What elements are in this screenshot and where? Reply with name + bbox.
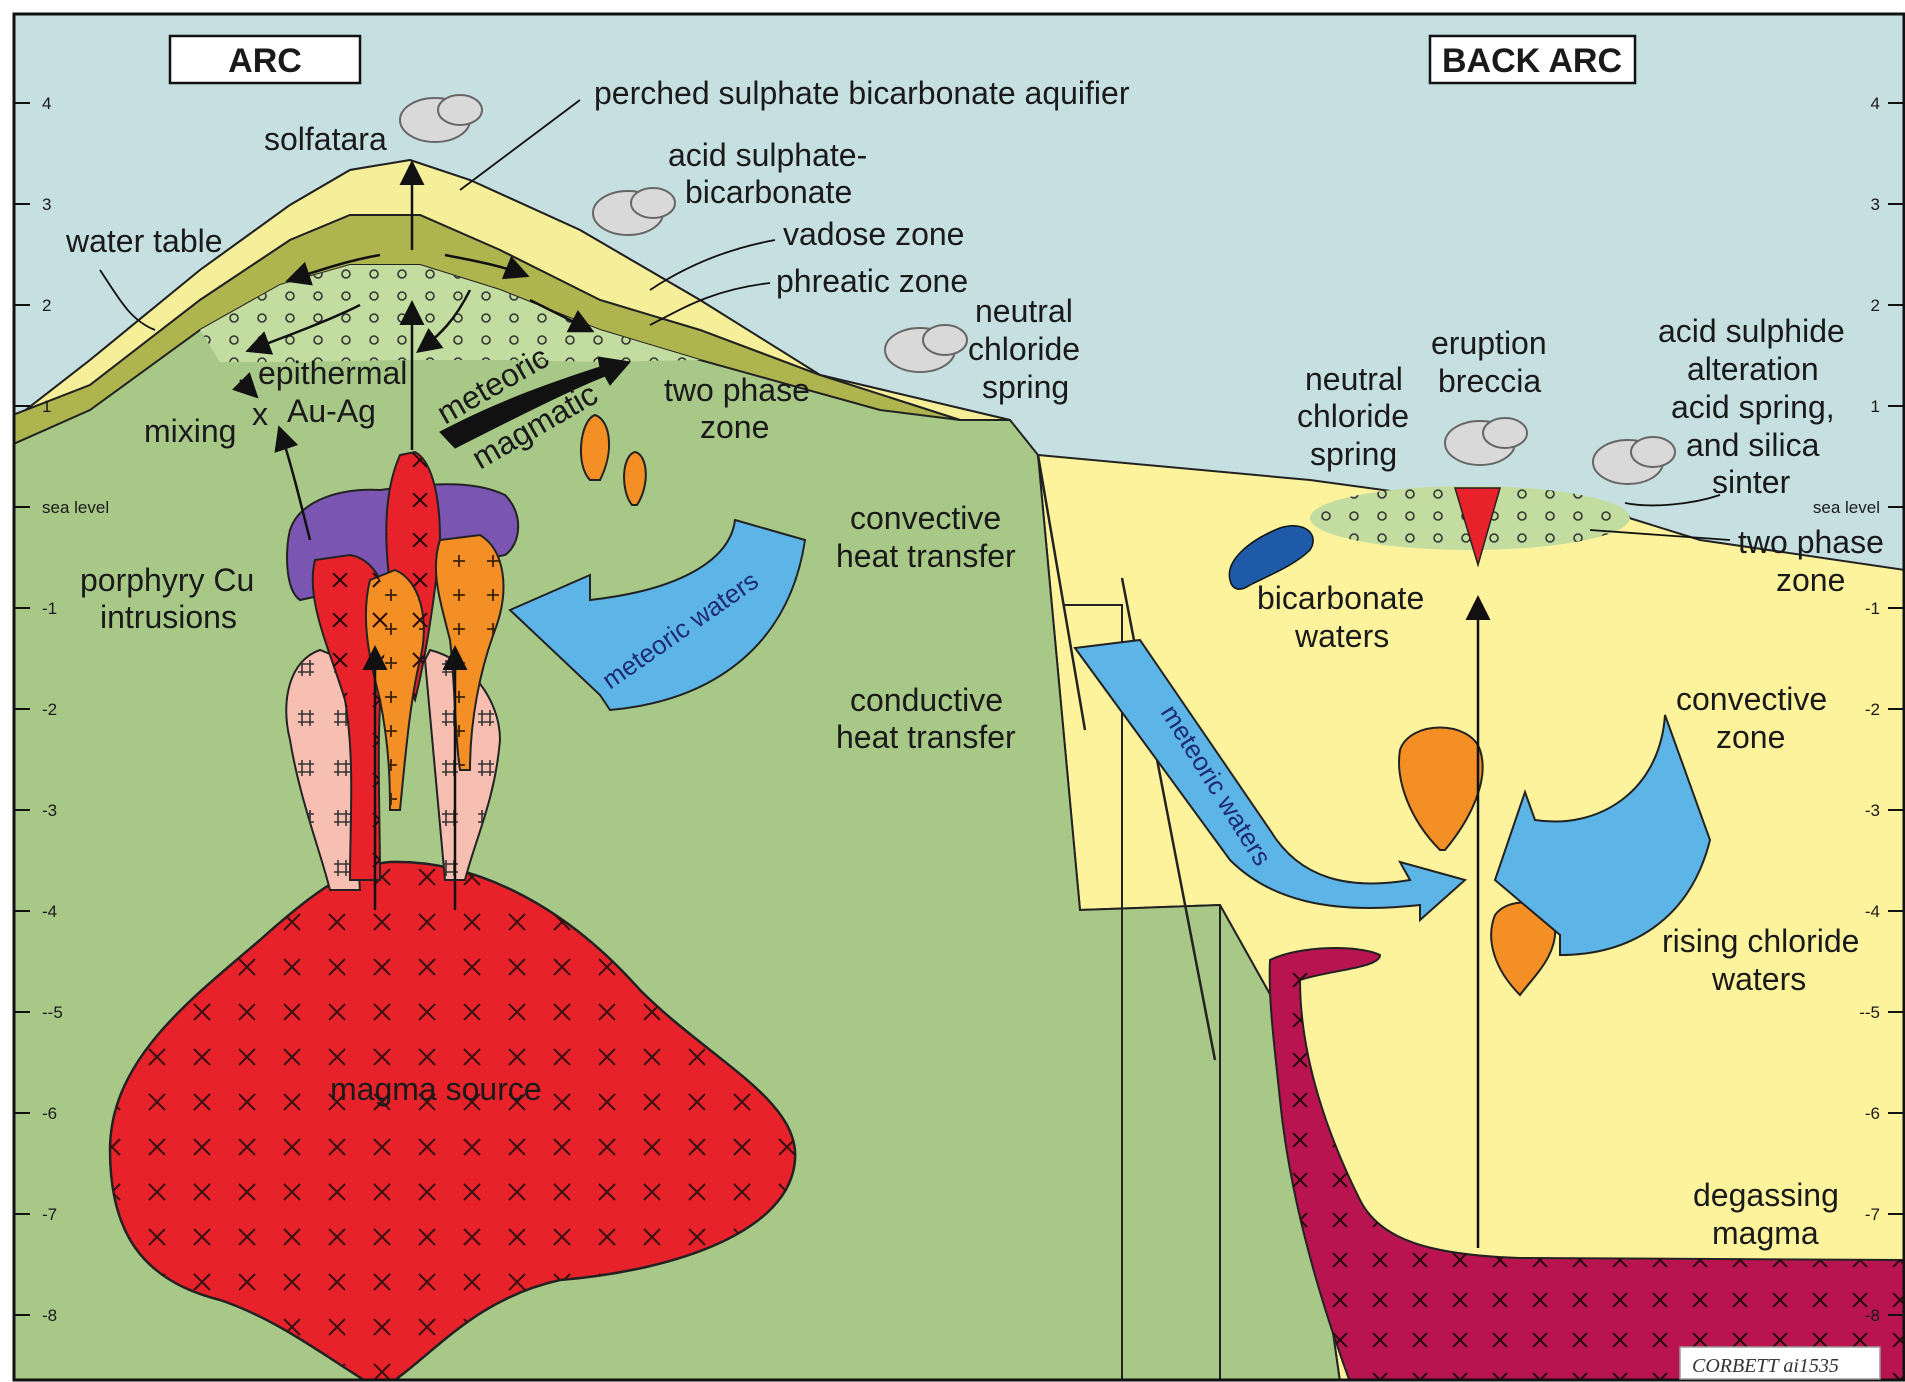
label-porphyry-b: intrusions [100,599,237,635]
left-axis-label: 4 [42,94,51,113]
label-bicarbonate-b: waters [1294,618,1389,654]
label-mixing: mixing [144,413,236,449]
right-axis-label: 1 [1871,397,1880,416]
credit-box: CORBETT ai1535 [1680,1347,1880,1379]
left-axis-label: 1 [42,397,51,416]
label-porphyry-a: porphyry Cu [80,562,254,598]
label-degassing-a: degassing [1693,1177,1839,1213]
label-phreatic-zone: phreatic zone [776,263,968,299]
right-axis-label: -2 [1865,700,1880,719]
label-bicarbonate-a: bicarbonate [1257,580,1424,616]
title-back-arc: BACK ARC [1442,42,1622,80]
right-axis-label: --5 [1859,1003,1880,1022]
credit-text: CORBETT ai1535 [1692,1355,1839,1377]
orange-drop-1 [581,415,609,480]
label-conductive-heat-b: heat transfer [836,719,1016,755]
label-two-phase-a: two phase [664,372,810,408]
label-epithermal-a: epithermal [258,355,407,391]
label-magma-source: magma source [330,1071,542,1107]
label-neutral-chloride-2a: neutral [1305,361,1403,397]
right-axis-label: 4 [1871,94,1880,113]
right-axis-label: -8 [1865,1306,1880,1325]
title-back-arc-box: BACK ARC [1430,36,1635,83]
label-two-phase-2b: zone [1776,562,1845,598]
right-axis-label: 3 [1871,195,1880,214]
label-convective-zone-a: convective [1676,681,1827,717]
label-convective-zone-b: zone [1716,719,1785,755]
left-axis-label: 3 [42,195,51,214]
label-solfatara: solfatara [264,121,387,157]
right-axis-label: sea level [1813,498,1880,517]
label-degassing-b: magma [1712,1215,1819,1251]
label-acid-sulphide-a: acid sulphide [1658,313,1845,349]
label-neutral-chloride-2c: spring [1310,436,1397,472]
title-arc-box: ARC [170,36,360,83]
title-arc: ARC [228,42,302,80]
left-axis-label: sea level [42,498,109,517]
left-axis-label: 2 [42,296,51,315]
right-axis-label: -3 [1865,801,1880,820]
label-neutral-chloride-1b: chloride [968,331,1080,367]
label-neutral-chloride-2b: chloride [1297,398,1409,434]
label-rising-chloride-b: waters [1711,961,1806,997]
left-axis-label: -2 [42,700,57,719]
right-axis-label: -7 [1865,1205,1880,1224]
left-axis-label: -1 [42,599,57,618]
label-acid-sulphate-2: bicarbonate [685,174,852,210]
label-convective-heat-a: convective [850,500,1001,536]
left-axis-label: -4 [42,902,57,921]
label-eruption-a: eruption [1431,325,1547,361]
right-axis-label: -4 [1865,902,1880,921]
label-acid-sulphate-1: acid sulphate- [668,137,867,173]
label-acid-sulphide-b: alteration [1687,351,1819,387]
label-acid-sulphide-d: and silica [1686,427,1820,463]
left-axis-label: -8 [42,1306,57,1325]
left-axis-label: -3 [42,801,57,820]
label-perched-aquifer: perched sulphate bicarbonate aquifier [594,75,1130,111]
left-axis-label: --5 [42,1003,63,1022]
label-acid-sulphide-e: sinter [1712,464,1791,500]
label-conductive-heat-a: conductive [850,682,1003,718]
label-neutral-chloride-1c: spring [982,369,1069,405]
label-convective-heat-b: heat transfer [836,538,1016,574]
label-water-table: water table [65,223,223,259]
label-two-phase-b: zone [700,409,769,445]
right-axis-label: -6 [1865,1104,1880,1123]
label-neutral-chloride-1a: neutral [975,293,1073,329]
label-epithermal-b: Au-Ag [287,393,376,429]
label-mixing-x: x [252,396,268,432]
right-axis-label: -1 [1865,599,1880,618]
left-axis-label: -6 [42,1104,57,1123]
label-rising-chloride-a: rising chloride [1662,923,1859,959]
left-axis-label: -7 [42,1205,57,1224]
label-two-phase-2a: two phase [1738,524,1884,560]
label-acid-sulphide-c: acid spring, [1671,389,1835,425]
label-eruption-b: breccia [1438,363,1541,399]
right-axis-label: 2 [1871,296,1880,315]
label-vadose-zone: vadose zone [783,216,964,252]
